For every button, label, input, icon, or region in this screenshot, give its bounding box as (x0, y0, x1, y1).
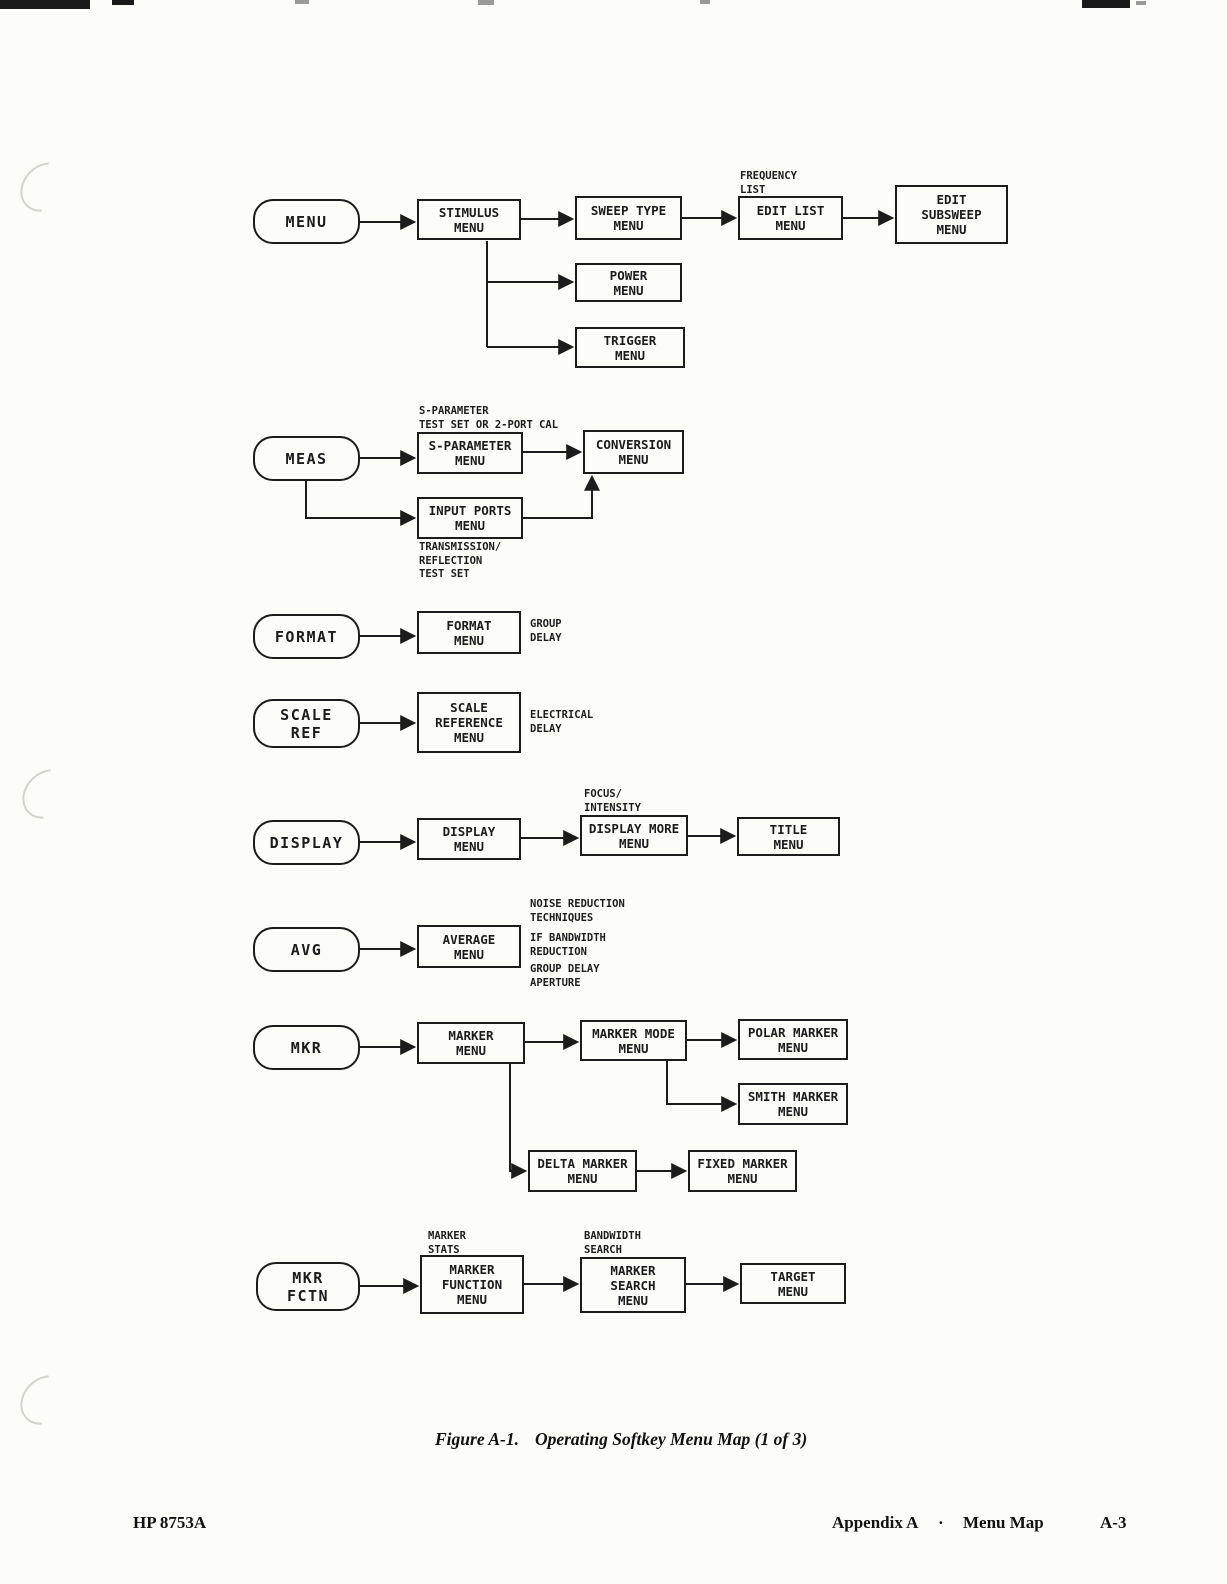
title-menu-box: TITLE MENU (737, 817, 840, 856)
scan-mark (700, 0, 710, 4)
connector-marker-delta (509, 1064, 528, 1179)
marker-stats-note: MARKER STATS (428, 1230, 466, 1256)
bandwidth-search-note: BANDWIDTH SEARCH (584, 1230, 641, 1256)
sweep-type-menu-box: SWEEP TYPE MENU (575, 196, 682, 240)
input-ports-menu-box: INPUT PORTS MENU (417, 497, 523, 539)
group-delay-note: GROUP DELAY (530, 618, 562, 644)
edit-list-menu-box: EDIT LIST MENU (738, 196, 843, 240)
marker-function-menu-box: MARKER FUNCTION MENU (420, 1255, 524, 1314)
footer-separator: · (938, 1513, 944, 1532)
target-menu-box: TARGET MENU (740, 1263, 846, 1304)
smith-marker-menu-box: SMITH MARKER MENU (738, 1083, 848, 1125)
scale-ref-key: SCALE REF (253, 699, 360, 748)
scan-mark (295, 0, 309, 4)
group-delay-aperture-note: GROUP DELAY APERTURE (530, 963, 600, 989)
format-key: FORMAT (253, 614, 360, 659)
display-menu-box: DISPLAY MENU (417, 818, 521, 860)
footer-model: HP 8753A (133, 1513, 207, 1532)
electrical-delay-note: ELECTRICAL DELAY (530, 709, 594, 735)
s-parameter-menu-box: S-PARAMETER MENU (417, 432, 523, 474)
polar-marker-menu-box: POLAR MARKER MENU (738, 1019, 848, 1060)
noise-reduction-note: NOISE REDUCTION TECHNIQUES (530, 898, 625, 924)
scan-mark (478, 0, 494, 5)
footer-page-number: A-3 (1100, 1513, 1127, 1532)
transmission-reflection-note: TRANSMISSION/ REFLECTION TEST SET (419, 541, 502, 581)
scan-mark (0, 0, 90, 9)
connector-inputports-conversion (523, 474, 600, 519)
footer-appendix: Appendix A (832, 1513, 919, 1532)
format-menu-box: FORMAT MENU (417, 611, 521, 654)
delta-marker-menu-box: DELTA MARKER MENU (528, 1150, 637, 1192)
binder-ring-mark (12, 759, 82, 829)
marker-menu-box: MARKER MENU (417, 1022, 525, 1064)
footer-section: Menu Map (963, 1513, 1044, 1532)
average-menu-box: AVERAGE MENU (417, 925, 521, 968)
conversion-menu-box: CONVERSION MENU (583, 430, 684, 474)
mkr-fctn-key: MKR FCTN (256, 1262, 360, 1311)
display-more-menu-box: DISPLAY MORE MENU (580, 815, 688, 856)
figure-caption-label: Figure A-1. (435, 1429, 519, 1449)
focus-intensity-note: FOCUS/ INTENSITY (584, 788, 641, 814)
trigger-menu-box: TRIGGER MENU (575, 327, 685, 368)
stimulus-menu-box: STIMULUS MENU (417, 199, 521, 240)
menu-key: MENU (253, 199, 360, 244)
scale-reference-menu-box: SCALE REFERENCE MENU (417, 692, 521, 753)
scan-mark (1136, 1, 1146, 5)
marker-search-menu-box: MARKER SEARCH MENU (580, 1257, 686, 1313)
power-menu-box: POWER MENU (575, 263, 682, 302)
figure-caption-title: Operating Softkey Menu Map (1 of 3) (534, 1429, 808, 1449)
scan-mark (1082, 0, 1130, 8)
fixed-marker-menu-box: FIXED MARKER MENU (688, 1150, 797, 1192)
frequency-list-note: FREQUENCY LIST (740, 170, 797, 196)
meas-key: MEAS (253, 436, 360, 481)
display-key: DISPLAY (253, 820, 360, 865)
figure-caption: Figure A-1. Operating Softkey Menu Map (1… (435, 1429, 807, 1450)
mkr-key: MKR (253, 1025, 360, 1070)
connector-meas-inputports (305, 481, 417, 526)
binder-ring-mark (10, 152, 80, 222)
edit-subsweep-menu-box: EDIT SUBSWEEP MENU (895, 185, 1008, 244)
binder-ring-mark (10, 1365, 80, 1435)
avg-key: AVG (253, 927, 360, 972)
s-parameter-note: S-PARAMETER TEST SET OR 2-PORT CAL (419, 405, 559, 431)
scan-mark (112, 0, 134, 5)
marker-mode-menu-box: MARKER MODE MENU (580, 1020, 687, 1061)
if-bandwidth-note: IF BANDWIDTH REDUCTION (530, 932, 606, 958)
connector-markermode-smith (666, 1061, 738, 1112)
